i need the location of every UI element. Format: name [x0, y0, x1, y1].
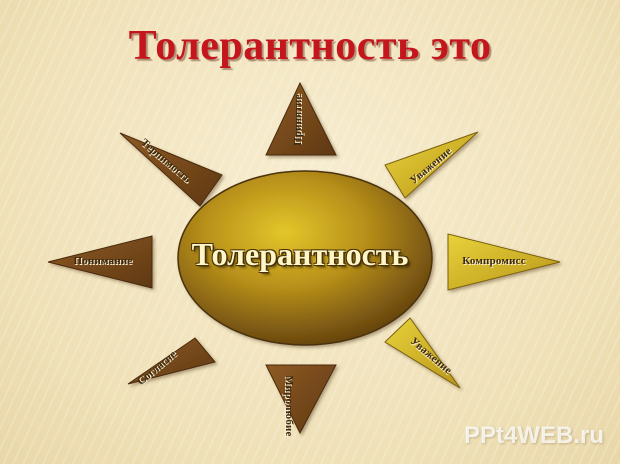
ray-right — [447, 233, 561, 291]
ray-label-top: Принятие — [292, 94, 304, 146]
ray-left — [47, 235, 153, 289]
sun-ellipse — [177, 170, 433, 346]
ray-label-bottom: Миролюбие — [283, 375, 295, 437]
ray-bottom-right — [384, 317, 461, 389]
ray-label-left: Понимание — [73, 255, 133, 267]
watermark: PPt4WEB.ru — [463, 422, 604, 449]
ray-top-right — [384, 131, 479, 199]
slide-title: Толерантность это — [128, 23, 492, 69]
center-label: Толерантность — [191, 236, 409, 272]
ray-top — [265, 81, 337, 156]
ray-label-right: Компромисс — [462, 255, 526, 267]
ray-top-left — [119, 132, 223, 207]
ray-bottom-left — [127, 337, 216, 385]
ray-bottom — [265, 364, 337, 435]
